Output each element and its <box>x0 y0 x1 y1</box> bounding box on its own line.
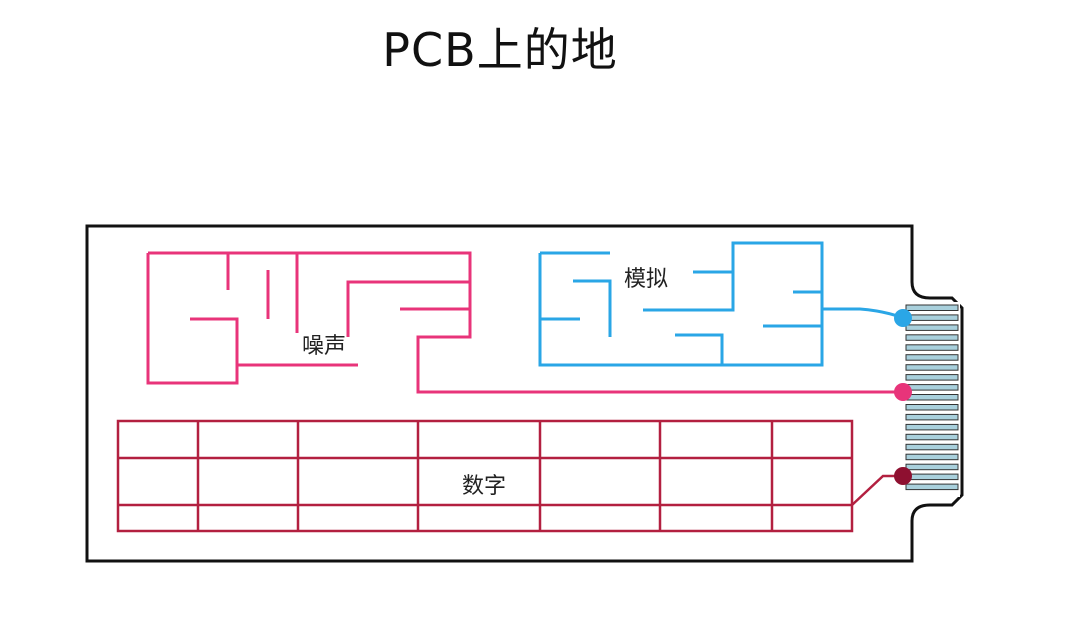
connector-finger <box>905 394 959 401</box>
noise-region-label: 噪声 <box>302 334 346 359</box>
connector-finger <box>905 423 959 431</box>
analog-ground-pin <box>894 309 912 327</box>
connector-finger <box>905 314 959 321</box>
digital-region-label: 数字 <box>462 474 506 499</box>
connector-finger <box>905 304 959 311</box>
connector-finger <box>905 354 959 361</box>
connector-finger <box>905 374 959 381</box>
digital-ground-pin <box>894 467 912 485</box>
connector-finger <box>905 433 959 441</box>
noise-ground-pin <box>894 383 912 401</box>
connector-finger <box>905 413 959 421</box>
connector-finger <box>905 463 959 471</box>
connector-finger <box>905 443 959 451</box>
analog-ground-region <box>538 241 904 367</box>
connector-finger <box>905 473 959 481</box>
connector-finger <box>905 364 959 371</box>
connector-finger <box>905 384 959 391</box>
noise-ground-region <box>146 251 903 394</box>
connector-finger <box>905 453 959 461</box>
connector-finger <box>905 344 959 351</box>
connector-finger <box>905 324 959 331</box>
digital-ground-region <box>116 419 903 533</box>
connector-finger <box>905 334 959 341</box>
connector-finger <box>905 404 959 411</box>
page-title: PCB上的地 <box>382 23 618 77</box>
analog-region-label: 模拟 <box>624 267 668 292</box>
edge-connector <box>902 302 960 497</box>
connector-finger <box>905 483 959 491</box>
